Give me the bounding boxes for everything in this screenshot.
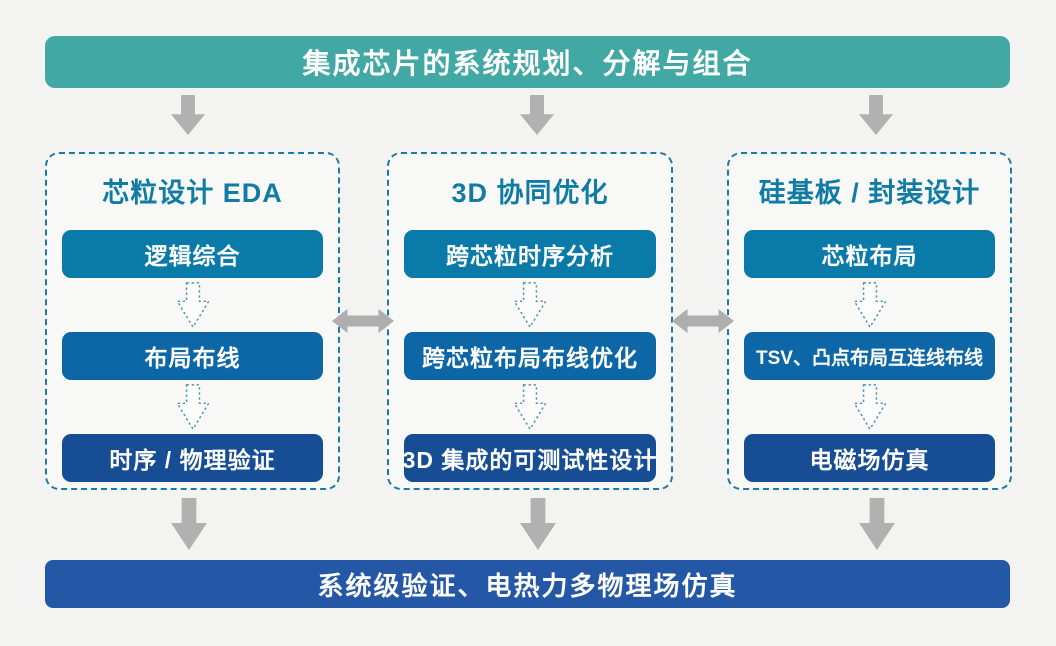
column-chiplet-design-eda: 芯粒设计 EDA 逻辑综合 布局布线 时序 / 物理验证	[45, 152, 340, 490]
stage-box: 3D 集成的可测试性设计	[403, 434, 656, 482]
top-banner: 集成芯片的系统规划、分解与组合	[45, 36, 1010, 88]
column-title: 3D 协同优化	[451, 177, 609, 208]
dashed-down-arrow-icon	[513, 384, 547, 430]
dashed-down-arrow-icon	[175, 384, 210, 430]
step-arrow-wrap	[389, 380, 671, 434]
down-arrow-icon	[171, 95, 205, 135]
down-arrow-icon	[859, 498, 895, 550]
stage-box: 逻辑综合	[62, 230, 323, 278]
dashed-down-arrow-icon	[175, 282, 210, 328]
stage-box: 电磁场仿真	[744, 434, 995, 482]
down-arrow-icon	[520, 498, 556, 550]
step-arrow-wrap	[729, 278, 1010, 332]
column-interposer-package-design: 硅基板 / 封装设计 芯粒布局 TSV、凸点布局互连线布线 电磁场仿真	[727, 152, 1012, 490]
stage-box: 芯粒布局	[744, 230, 995, 278]
down-arrow-icon	[859, 95, 893, 135]
down-arrow-icon	[171, 498, 207, 550]
stage-box: 跨芯粒布局布线优化	[404, 332, 656, 380]
stage-box: TSV、凸点布局互连线布线	[744, 332, 995, 380]
column-title: 芯粒设计 EDA	[102, 177, 283, 208]
double-arrow-icon	[332, 309, 394, 333]
top-banner-label: 集成芯片的系统规划、分解与组合	[302, 48, 753, 79]
bottom-banner-label: 系统级验证、电热力多物理场仿真	[317, 570, 738, 601]
step-arrow-wrap	[47, 278, 338, 332]
column-title: 硅基板 / 封装设计	[758, 177, 981, 208]
dashed-down-arrow-icon	[513, 282, 547, 328]
down-arrow-icon	[520, 95, 554, 135]
step-arrow-wrap	[729, 380, 1010, 434]
step-arrow-wrap	[389, 278, 671, 332]
dashed-down-arrow-icon	[852, 282, 887, 328]
stage-box: 跨芯粒时序分析	[404, 230, 656, 278]
stage-box: 时序 / 物理验证	[62, 434, 323, 482]
bottom-banner: 系统级验证、电热力多物理场仿真	[45, 560, 1010, 608]
double-arrow-icon	[672, 309, 734, 333]
stage-box: 布局布线	[62, 332, 323, 380]
column-3d-co-optimization: 3D 协同优化 跨芯粒时序分析 跨芯粒布局布线优化 3D 集成的可测试性设计	[387, 152, 673, 490]
dashed-down-arrow-icon	[852, 384, 887, 430]
step-arrow-wrap	[47, 380, 338, 434]
